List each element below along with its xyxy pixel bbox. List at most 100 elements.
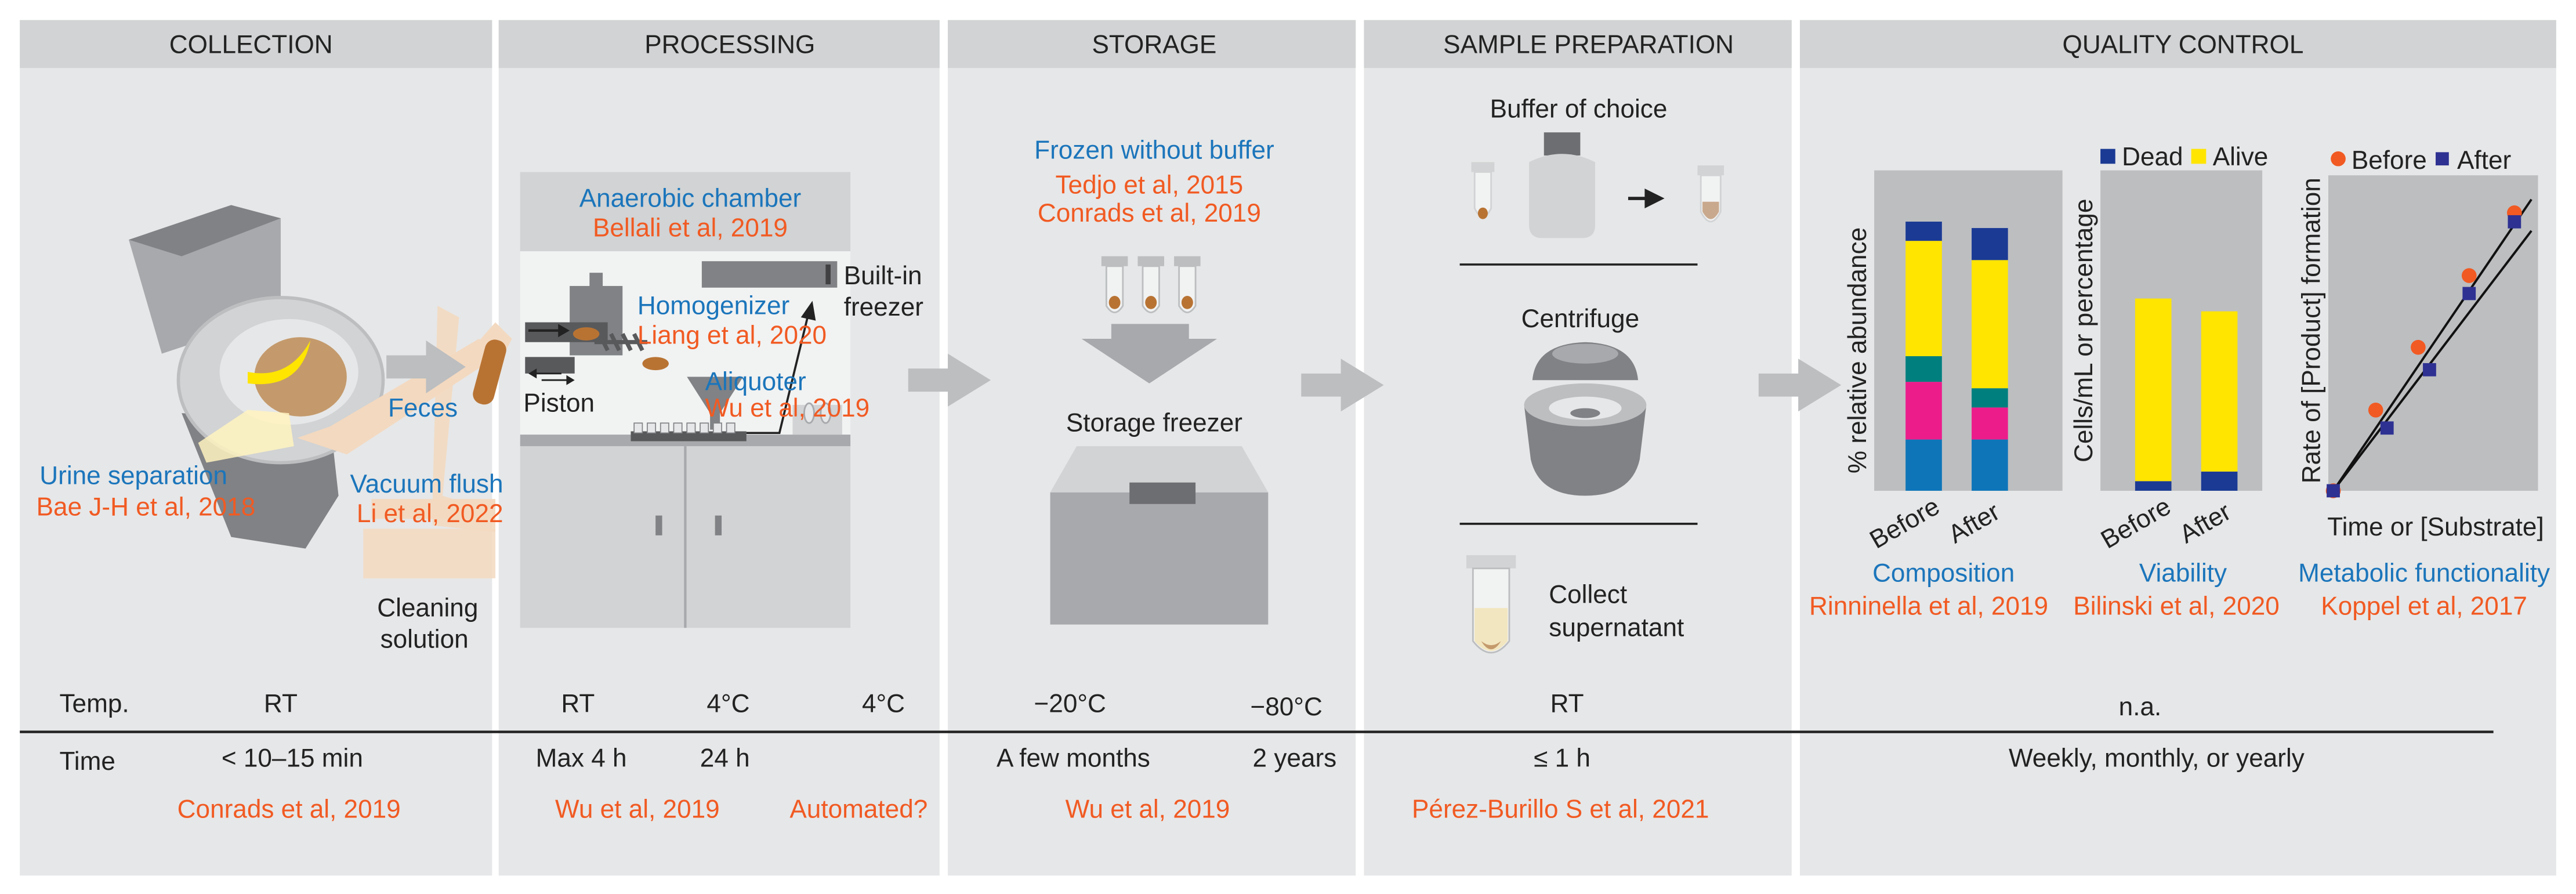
metabolic-point-before-1	[2368, 403, 2383, 418]
metabolic-point-after-4	[2508, 215, 2521, 229]
legend-before-marker	[2331, 151, 2346, 167]
legend-after-label: After	[2457, 146, 2511, 175]
composition-bar-after-segment-0	[1972, 439, 2008, 491]
processing-temp-2: 4°C	[707, 689, 749, 718]
storage-temp-1: −20°C	[1034, 689, 1106, 718]
composition-bar-after-segment-2	[1972, 388, 2008, 408]
collection-temp: RT	[264, 689, 298, 718]
viability-title: Viability	[2139, 559, 2227, 588]
metabolic-point-before-3	[2461, 268, 2477, 283]
processing-automated: Automated?	[789, 795, 927, 824]
metabolic-plot-area	[2328, 175, 2538, 491]
aliquoter-label: Aliquoter	[705, 367, 806, 396]
feces-label: Feces	[388, 394, 458, 422]
processing-time-2: 24 h	[700, 744, 750, 772]
collect-supernatant-label-2: supernatant	[1549, 613, 1684, 642]
cleaning-solution-label-1: Cleaning	[377, 593, 478, 622]
storage-freezer-illustration	[1050, 446, 1269, 625]
metabolic-chart: Before After Rate of [Product] formation…	[2298, 146, 2550, 621]
metabolic-point-after-1	[2380, 421, 2394, 435]
metabolic-point-after-2	[2423, 363, 2436, 377]
anaerobic-chamber-ref: Bellali et al, 2019	[593, 214, 788, 242]
processing-temp-3: 4°C	[862, 689, 905, 718]
viability-plot-area	[2100, 170, 2263, 491]
collection-time: < 10–15 min	[222, 744, 363, 772]
header-sample-preparation: SAMPLE PREPARATION	[1443, 31, 1734, 59]
vacuum-flush-ref: Li et al, 2022	[357, 500, 503, 528]
urine-separation-ref: Bae J-H et al, 2018	[37, 493, 256, 522]
composition-ref: Rinninella et al, 2019	[1809, 592, 2048, 620]
frozen-tubes-illustration	[1081, 256, 1218, 383]
storage-ref-1: Tedjo et al, 2015	[1056, 171, 1244, 200]
composition-bar-before-segment-1	[1905, 382, 1942, 440]
legend-before-label: Before	[2352, 146, 2427, 175]
storage-time-ref: Wu et al, 2019	[1066, 795, 1230, 824]
builtin-freezer-label-2: freezer	[844, 293, 923, 321]
metabolic-trendline-after	[2332, 230, 2532, 492]
processing-lab-illustration	[520, 172, 851, 628]
cleaning-solution-label-2: solution	[381, 625, 469, 653]
processing-temp-1: RT	[561, 689, 595, 718]
piston-label: Piston	[523, 389, 595, 417]
homogenizer-label: Homogenizer	[637, 291, 789, 320]
composition-plot-area	[1874, 170, 2063, 491]
centrifuge-label: Centrifuge	[1521, 305, 1640, 333]
viability-chart: Dead Alive Cells/mL or percentage Before…	[2070, 143, 2280, 620]
header-bars	[20, 20, 2556, 68]
qc-temp: n.a.	[2119, 693, 2162, 721]
storage-time-1: A few months	[997, 744, 1150, 772]
composition-bar-before-segment-0	[1905, 439, 1942, 491]
metabolic-point-after-0	[2327, 484, 2340, 498]
viability-bar-before-segment-1	[2135, 298, 2172, 482]
legend-alive-label: Alive	[2213, 143, 2269, 171]
storage-time-2: 2 years	[1253, 744, 1337, 772]
vacuum-flush-label: Vacuum flush	[350, 470, 503, 498]
composition-bar-before-segment-3	[1905, 241, 1942, 356]
metabolic-xlabel: Time or [Substrate]	[2327, 513, 2544, 541]
metabolic-point-before-2	[2411, 339, 2426, 355]
storage-temp-2: −80°C	[1250, 693, 1322, 721]
composition-bar-after-segment-3	[1972, 260, 2008, 389]
qc-time: Weekly, monthly, or yearly	[2009, 744, 2305, 772]
homogenizer-ref: Liang et al, 2020	[637, 321, 827, 350]
urine-separation-label: Urine separation	[39, 462, 227, 490]
metabolic-trendline-before	[2332, 198, 2532, 492]
composition-bar-after-segment-4	[1972, 228, 2008, 260]
buffer-of-choice-label: Buffer of choice	[1490, 95, 1668, 124]
sample-prep-time: ≤ 1 h	[1534, 744, 1590, 772]
centrifuge-illustration	[1459, 342, 1698, 525]
collection-time-ref: Conrads et al, 2019	[177, 795, 401, 824]
composition-ylabel: % relative abundance	[1843, 227, 1872, 473]
arrow-processing-storage	[908, 353, 991, 407]
header-processing: PROCESSING	[644, 31, 815, 59]
frozen-without-buffer-label: Frozen without buffer	[1034, 136, 1274, 165]
viability-ref: Bilinski et al, 2020	[2073, 592, 2280, 620]
arrow-sample-prep-qc	[1758, 359, 1842, 412]
storage-freezer-label: Storage freezer	[1066, 408, 1242, 437]
arrow-storage-sample-prep	[1301, 359, 1384, 412]
viability-bar-before-segment-0	[2135, 481, 2172, 491]
processing-time-ref: Wu et al, 2019	[555, 795, 720, 824]
header-quality-control: QUALITY CONTROL	[2063, 31, 2304, 59]
collect-supernatant-label-1: Collect	[1549, 581, 1627, 609]
aliquoter-ref: Wu et al, 2019	[705, 394, 870, 422]
supernatant-tube-illustration	[1466, 555, 1516, 654]
composition-bar-before-segment-2	[1905, 356, 1942, 382]
anaerobic-chamber-label: Anaerobic chamber	[579, 184, 802, 212]
composition-bar-after-segment-1	[1972, 407, 2008, 440]
metabolic-ylabel: Rate of [Product] formation	[2298, 178, 2326, 483]
metabolic-point-after-3	[2462, 287, 2476, 301]
composition-title: Composition	[1872, 559, 2015, 588]
builtin-freezer-label-1: Built-in	[844, 262, 922, 290]
processing-time-1: Max 4 h	[536, 744, 627, 772]
metabolic-title: Metabolic functionality	[2298, 559, 2550, 588]
row-label-time: Time	[59, 747, 115, 776]
legend-dead-swatch	[2100, 149, 2115, 164]
legend-dead-label: Dead	[2122, 143, 2183, 171]
sample-prep-time-ref: Pérez-Burillo S et al, 2021	[1412, 795, 1709, 824]
viability-bar-after-segment-1	[2201, 311, 2238, 472]
buffer-illustration	[1459, 132, 1724, 266]
header-storage: STORAGE	[1092, 31, 1216, 59]
metabolic-ref: Koppel et al, 2017	[2321, 592, 2527, 620]
